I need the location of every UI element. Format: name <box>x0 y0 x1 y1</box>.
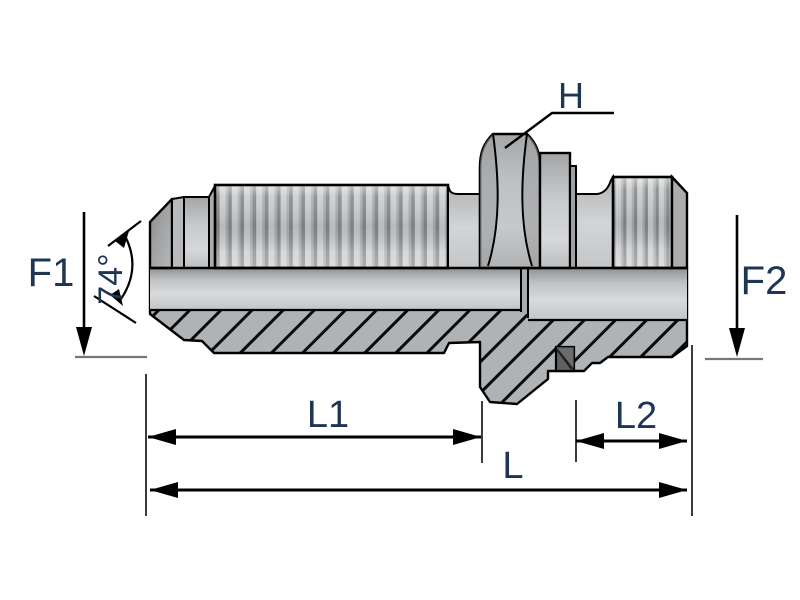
l-label: L <box>502 445 523 487</box>
washer <box>538 151 572 270</box>
angle-arrow-upper <box>115 231 129 248</box>
l-arrow-right <box>659 482 687 498</box>
f1-arrowhead <box>76 327 92 356</box>
nose-cylinder <box>183 196 210 269</box>
l1-arrow-right <box>453 429 481 445</box>
angle-arc <box>120 237 134 300</box>
neck-groove <box>447 185 481 269</box>
l2-label: L2 <box>615 395 657 437</box>
bore-band <box>150 268 687 322</box>
flare-cone-face <box>148 197 174 270</box>
l1-arrow-left <box>148 429 176 445</box>
hex-leader-line <box>504 111 614 149</box>
cone-band <box>171 195 185 269</box>
f2-label: F2 <box>741 259 788 303</box>
seal-detail <box>554 345 576 373</box>
seal-diagonal <box>556 348 573 370</box>
hex-left-facet <box>480 134 498 268</box>
bspp-thread-outline <box>611 175 674 270</box>
f1-label: F1 <box>28 251 75 295</box>
l2-arrow-left <box>576 433 604 449</box>
angle-arrow-lower <box>110 289 123 306</box>
seal-highlight <box>556 347 574 368</box>
bore-left <box>150 268 521 310</box>
l-arrow-left <box>150 482 178 498</box>
bspp-neck <box>575 173 614 269</box>
f2-arrowhead <box>729 328 745 357</box>
angle-leg-lower <box>93 295 137 324</box>
bore-right <box>528 268 687 320</box>
hex-label: H <box>558 75 584 116</box>
jic-thread-outline <box>213 183 450 270</box>
annotations: H 74° F1 F2 L1 L2 <box>28 75 788 516</box>
bore-step-seam <box>521 268 528 314</box>
hex-facet-line-left <box>487 133 499 267</box>
hex-right-facet <box>522 134 540 268</box>
bspp-end-chamfer <box>670 173 689 270</box>
l1-label: L1 <box>307 394 349 436</box>
l2-arrow-right <box>659 433 687 449</box>
flare-angle-label: 74° <box>92 253 130 304</box>
external-upper-half <box>148 132 689 270</box>
angle-leg-upper <box>107 220 142 247</box>
hex-facet-line-right <box>521 133 533 267</box>
